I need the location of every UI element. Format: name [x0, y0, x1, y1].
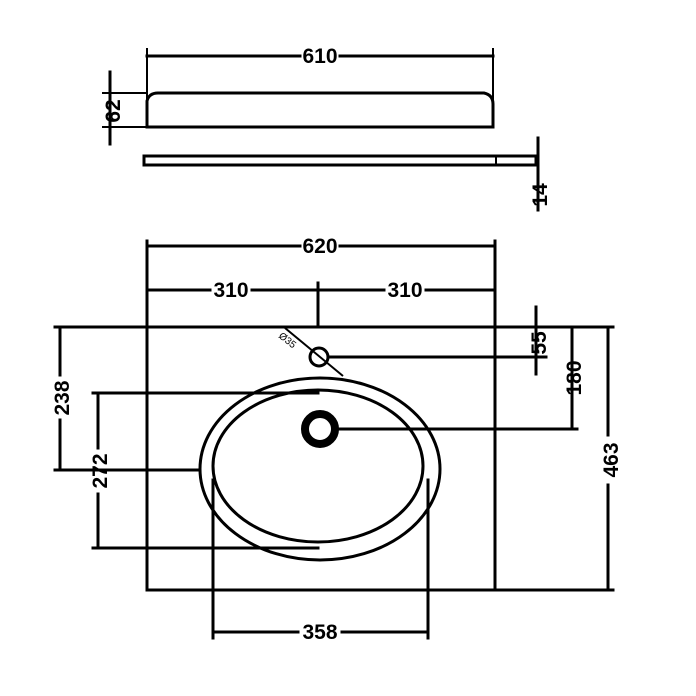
plan-view: 620 310 310 Ø35 55 180 238 272: [51, 235, 623, 644]
plan-outline: [145, 239, 497, 592]
front-profile-outline: [145, 91, 495, 129]
height-62-label: 62: [102, 99, 125, 122]
basin-depth-272-label: 272: [89, 453, 112, 488]
basin-width-358-label: 358: [302, 621, 337, 644]
side-slab-outline: [142, 154, 538, 167]
depth-463-label: 463: [600, 442, 623, 477]
basin-inner-bowl: [211, 388, 425, 544]
basin-outer-rim: [198, 376, 442, 562]
width-620-label: 620: [302, 235, 337, 258]
basin-offset-238-label: 238: [51, 380, 74, 415]
tap-hole-leader: [284, 327, 344, 377]
front-profile-view: 610 62: [102, 45, 495, 146]
left-310-label: 310: [213, 279, 248, 302]
width-610-label: 610: [302, 45, 337, 68]
tap-hole-diameter-label: Ø35: [276, 331, 298, 352]
right-310-label: 310: [387, 279, 422, 302]
tap-offset-55-label: 55: [528, 331, 551, 355]
thickness-14-label: 14: [529, 183, 552, 207]
waste-offset-180-label: 180: [563, 360, 586, 395]
waste-outlet: [301, 410, 339, 448]
side-profile-view: 14: [142, 136, 552, 212]
